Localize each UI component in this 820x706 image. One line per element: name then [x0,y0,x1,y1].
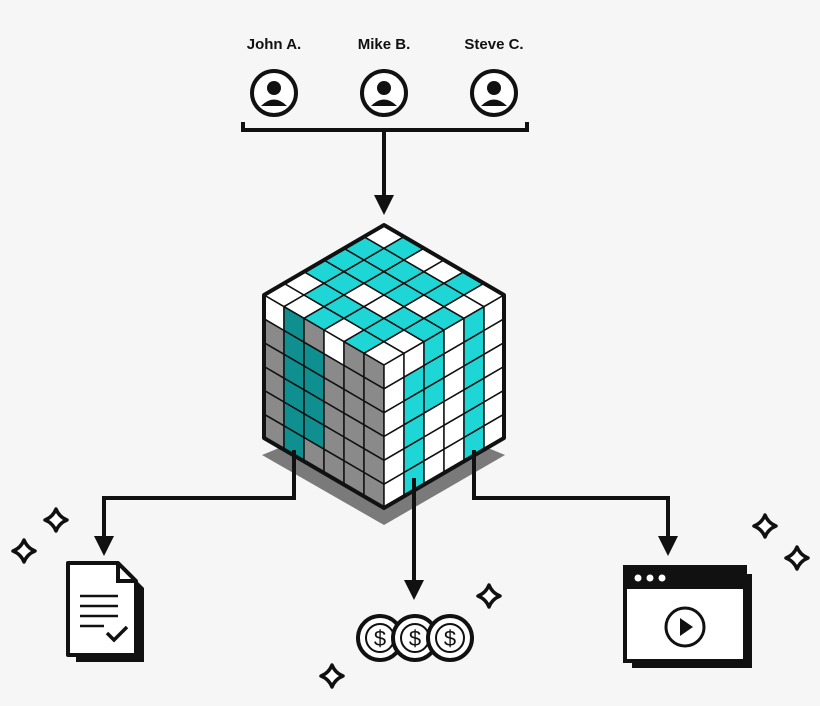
user-avatar-icon [250,69,298,117]
user-label-steve: Steve C. [464,36,524,53]
output-connectors [94,450,678,600]
sparkle-icon [784,545,810,571]
sparkle-icon [752,513,778,539]
dollar-coins-icon: $ $ $ [356,614,474,662]
sparkle-icon [11,538,37,564]
sparkle-icon [43,507,69,533]
video-window-icon [623,565,752,668]
user-avatar-icon [470,69,518,117]
coin-symbol: $ [374,626,386,651]
sparkle-icon [476,583,502,609]
users-bracket [241,122,529,215]
sparkle-icon [319,663,345,689]
cube-outline [262,223,506,510]
sparkles [11,507,810,689]
checked-document-icon [66,561,144,662]
data-cube [262,223,506,510]
coin-symbol: $ [409,626,421,651]
user-label-mike: Mike B. [357,36,411,53]
user-label-john: John A. [246,36,302,53]
user-avatar-icon [360,69,408,117]
coin-symbol: $ [444,626,456,651]
